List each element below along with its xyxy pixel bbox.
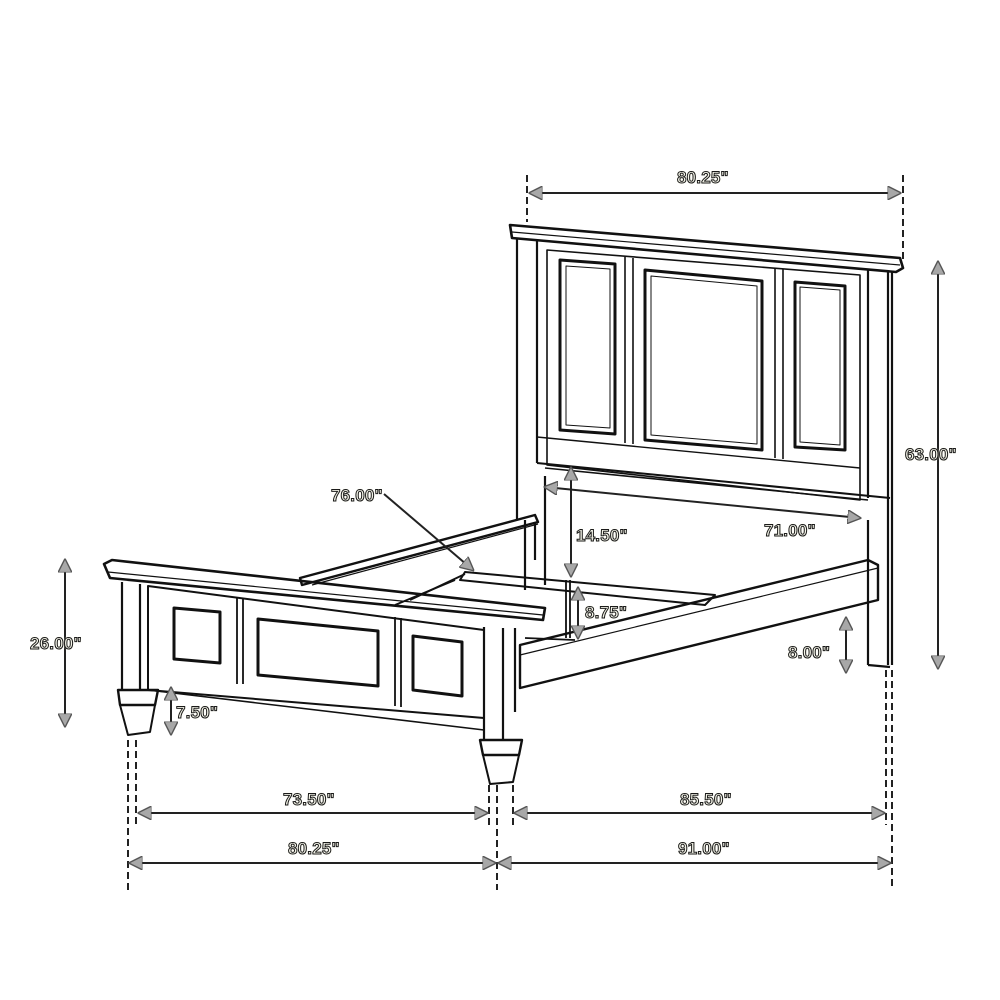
headboard xyxy=(508,223,905,669)
footboard xyxy=(102,558,547,785)
overall-length-label: 91.00" xyxy=(678,839,731,858)
side-rails xyxy=(298,513,880,690)
inner-length-label: 71.00" xyxy=(764,521,817,540)
inner-width-label: 73.50" xyxy=(283,790,336,809)
headboard-width-label: 80.25" xyxy=(677,168,730,187)
footboard-clearance-label: 7.50" xyxy=(175,703,219,722)
rail-clearance-label: 8.00" xyxy=(787,643,831,662)
rail-height-label: 8.75" xyxy=(584,603,628,622)
dimension-lines xyxy=(65,175,938,890)
slat-span-label: 76.00" xyxy=(331,486,384,505)
overall-width-label: 80.25" xyxy=(288,839,341,858)
panel-to-rail-label: 14.50" xyxy=(576,526,629,545)
inner-side-length-label: 85.50" xyxy=(680,790,733,809)
footboard-height-label: 26.00" xyxy=(30,634,83,653)
headboard-height-label: 63.00" xyxy=(905,445,958,464)
